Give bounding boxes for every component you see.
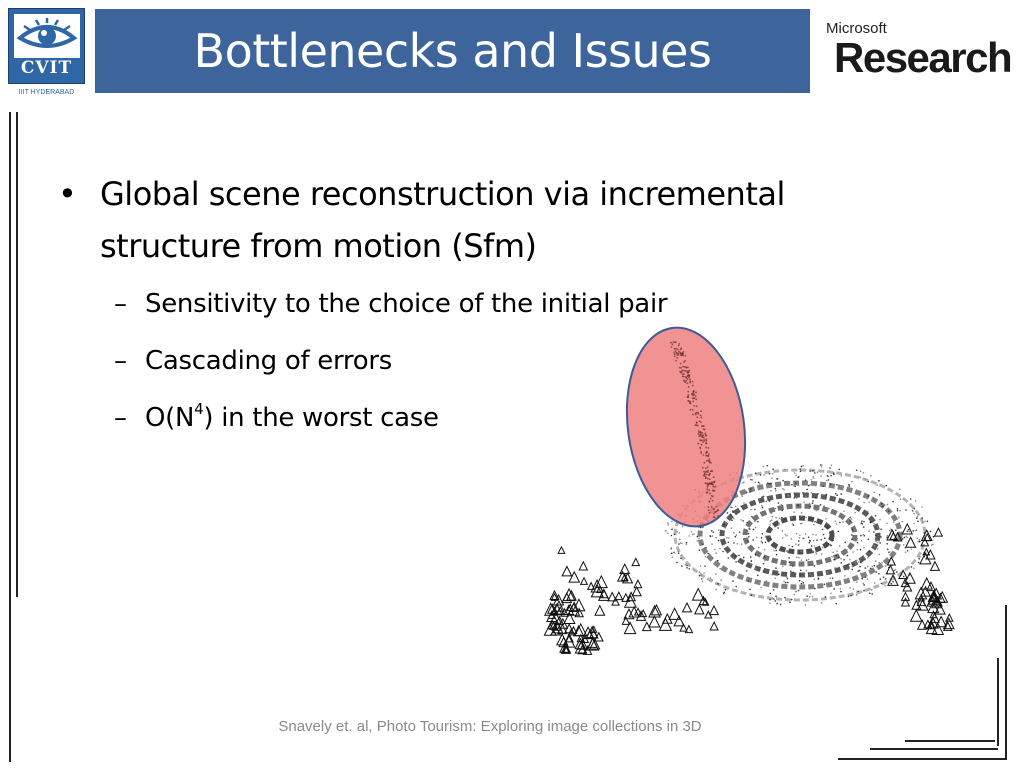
citation: Snavely et. al, Photo Tourism: Exploring… xyxy=(278,718,702,735)
error-highlight-ellipse xyxy=(625,326,747,528)
main-bullet-line1: Global scene reconstruction via incremen… xyxy=(100,175,785,213)
frame-line-right-outer xyxy=(1005,605,1007,760)
dash-glyph: – xyxy=(114,346,127,376)
sub-bullet-text: Cascading of errors xyxy=(145,346,392,376)
frame-line-right-inner xyxy=(997,658,999,746)
cvit-logo: CVIT xyxy=(8,8,85,84)
camera-markers xyxy=(543,522,955,655)
sub-bullet-complexity: – O(N4) in the worst case xyxy=(58,390,938,447)
frame-line-left-outer xyxy=(9,112,11,762)
cvit-wordmark: CVIT xyxy=(9,58,84,78)
frame-line-left-inner xyxy=(16,112,18,597)
frame-line-bottom-inner xyxy=(870,748,998,750)
main-bullet-line2: structure from motion (Sfm) xyxy=(100,227,537,265)
title-bar: Bottlenecks and Issues xyxy=(95,9,810,93)
cvit-caption: IIIT HYDERABAD xyxy=(18,89,75,96)
dash-glyph: – xyxy=(114,403,127,433)
microsoft-research-logo: Microsoft Research xyxy=(826,20,1016,90)
sub-bullet-cascading: – Cascading of errors xyxy=(58,333,938,390)
sub-bullet-initial-pair: – Sensitivity to the choice of the initi… xyxy=(58,276,938,333)
point-cloud-figure xyxy=(543,326,955,655)
slide-title: Bottlenecks and Issues xyxy=(193,24,712,78)
dash-glyph: – xyxy=(114,289,127,319)
frame-line-bottom-outer xyxy=(838,758,1007,760)
point-cloud xyxy=(664,464,935,606)
microsoft-brand: Microsoft xyxy=(826,20,887,37)
drift-streak xyxy=(670,341,719,519)
research-wordmark: Research xyxy=(834,34,1013,81)
sub-bullet-text: Sensitivity to the choice of the initial… xyxy=(145,289,668,319)
frame-line-bottom-short xyxy=(905,740,995,742)
complexity-pre: O(N xyxy=(145,403,195,433)
bullet-glyph: • xyxy=(58,175,77,213)
bullet-list: • Global scene reconstruction via increm… xyxy=(58,168,938,447)
complexity-exponent: 4 xyxy=(194,400,204,418)
complexity-post: ) in the worst case xyxy=(203,403,439,433)
eye-icon xyxy=(16,18,78,48)
main-bullet: • Global scene reconstruction via increm… xyxy=(58,168,938,272)
